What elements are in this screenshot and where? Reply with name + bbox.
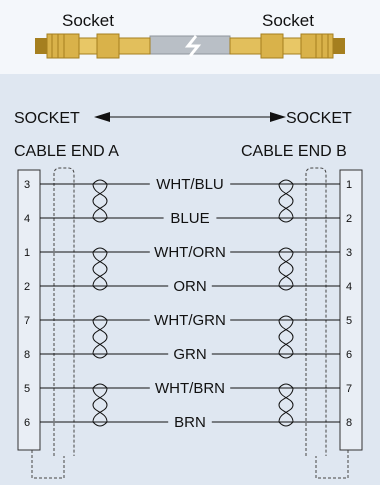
end-a-pin-number: 7 [24,315,30,327]
end-b-pin-number: 2 [346,213,352,225]
end-b-pin-number: 6 [346,349,352,361]
wire-color-label: WHT/GRN [154,312,226,329]
wire-color-label: WHT/BLU [156,176,224,193]
end-b-twisted-pair-icon [278,315,294,359]
end-b-pin-number: 4 [346,281,352,293]
end-b-pin-number: 5 [346,315,352,327]
end-b-twisted-pair-icon [278,179,294,223]
left-direction-label: SOCKET [14,110,80,127]
end-b-twisted-pair-icon [278,247,294,291]
right-direction-label: SOCKET [286,110,352,127]
cable-end-a-title: CABLE END A [14,143,119,160]
end-b-pin-number: 7 [346,383,352,395]
wire-color-label: GRN [173,346,206,363]
end-a-pin-number: 5 [24,383,30,395]
cable-break-icon [184,35,202,57]
end-b-pin-number: 8 [346,417,352,429]
wire-color-label: BRN [174,414,206,431]
cable-end-b-title: CABLE END B [241,143,347,160]
left-socket-connector [35,33,151,59]
end-b-twisted-pair-icon [278,383,294,427]
end-b-drain-wire [315,450,349,479]
right-socket-photo-label: Socket [262,11,314,30]
end-b-shield [305,167,327,456]
end-a-twisted-pair-icon [92,247,108,291]
end-b-connector-block [339,169,363,451]
end-a-twisted-pair-icon [92,179,108,223]
left-socket-photo-label: Socket [62,11,114,30]
end-a-twisted-pair-icon [92,383,108,427]
wire-color-label: WHT/ORN [154,244,226,261]
end-a-pin-number: 1 [24,247,30,259]
end-b-pin-number: 1 [346,179,352,191]
end-a-twisted-pair-icon [92,315,108,359]
end-a-pin-number: 2 [24,281,30,293]
double-arrow-icon [94,112,286,122]
right-socket-connector [229,33,345,59]
end-a-drain-wire [31,450,65,479]
end-b-pin-number: 3 [346,247,352,259]
wire-color-label: ORN [173,278,206,295]
cable-illustration [35,33,345,59]
end-a-connector-block [17,169,41,451]
wire-color-label: BLUE [170,210,209,227]
end-a-pin-number: 3 [24,179,30,191]
end-a-pin-number: 8 [24,349,30,361]
wire-color-label: WHT/BRN [155,380,225,397]
end-a-pin-number: 4 [24,213,30,225]
end-a-pin-number: 6 [24,417,30,429]
end-a-shield [53,167,75,456]
